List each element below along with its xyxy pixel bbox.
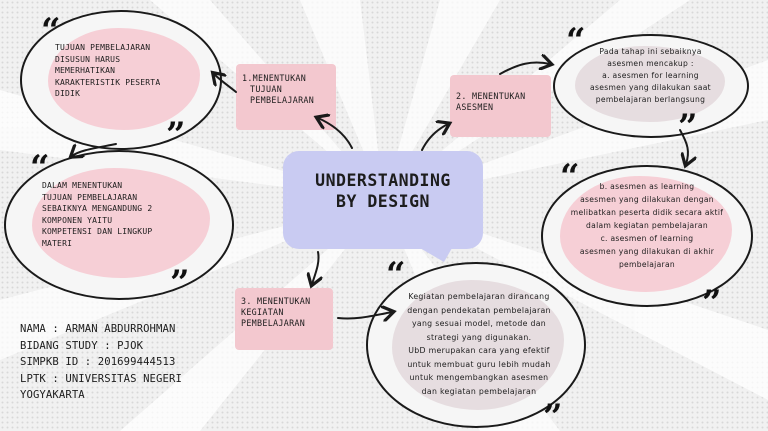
- note-line: c. asesmen of learning: [600, 234, 694, 243]
- note-line: b. asesmen as learning: [599, 182, 695, 191]
- note-line: pembelajaran berlangsung: [595, 95, 706, 104]
- arrow-center-to-step3: [312, 251, 319, 284]
- author-subject: BIDANG STUDY : PJOK: [20, 339, 144, 352]
- open-quote-icon: “: [30, 148, 50, 188]
- step-label: KEGIATAN: [241, 307, 284, 317]
- note-line: TUJUAN PEMBELAJARAN: [55, 43, 151, 52]
- note-line: strategi yang digunakan.: [426, 332, 532, 342]
- note-line: DALAM MENENTUKAN: [42, 181, 123, 190]
- note-line: KARAKTERISTIK PESERTA: [55, 77, 161, 87]
- arrow-oval1-to-oval2: [72, 143, 117, 156]
- note-line: KOMPONEN YAITU: [42, 215, 113, 225]
- note-kegiatan: Kegiatan pembelajaran dirancang dengan p…: [381, 290, 577, 398]
- note-line: MATERI: [42, 238, 73, 248]
- note-line: dan kegiatan pembelajaran: [421, 386, 537, 396]
- note-line: untuk membuat guru lebih mudah: [407, 359, 551, 369]
- open-quote-icon: “: [560, 157, 580, 197]
- note-line: pembelajaran: [618, 260, 676, 269]
- note-line: KOMPETENSI DAN LINGKUP: [42, 227, 153, 236]
- step-label: TUJUAN: [250, 84, 283, 94]
- author-name: NAMA : ARMAN ABDURROHMAN: [20, 323, 176, 335]
- arrow-center-to-step1: [318, 118, 353, 149]
- step-label: ASESMEN: [456, 102, 494, 112]
- central-topic-bubble: [283, 151, 483, 249]
- arrow-step1-to-oval1: [214, 74, 237, 93]
- step-label: PEMBELAJARAN: [250, 95, 315, 105]
- note-line: Pada tahap ini sebaiknya: [599, 47, 702, 56]
- note-asesmen-1: Pada tahap ini sebaiknya asesmen mencaku…: [568, 46, 733, 106]
- note-line: yang sesuai model, metode dan: [411, 319, 547, 328]
- central-title-line: BY DESIGN: [336, 192, 430, 211]
- author-simpkb-id: SIMPKB ID : 201699444513: [20, 356, 176, 368]
- note-blob: [575, 46, 725, 122]
- arrow-center-to-step2: [421, 124, 448, 151]
- arrow-step3-to-oval5: [337, 312, 392, 319]
- note-line: asesmen yang dilakukan di akhir: [579, 247, 715, 256]
- close-quote-icon: ”: [543, 397, 563, 431]
- note-line: UbD merupakan cara yang efektif: [408, 346, 550, 355]
- open-quote-icon: “: [386, 255, 406, 295]
- note-line: dengan pendekatan pembelajaran: [407, 305, 551, 315]
- note-line: asesmen yang dilakukan dengan: [580, 195, 714, 204]
- arrow-oval3-to-oval4: [679, 129, 688, 164]
- central-topic-title: UNDERSTANDING BY DESIGN: [283, 170, 483, 212]
- note-line: Kegiatan pembelajaran dirancang: [408, 292, 550, 301]
- step-box-asesmen: 2. MENENTUKAN ASESMEN: [450, 75, 551, 137]
- author-lptk-city: YOGYAKARTA: [20, 389, 85, 401]
- author-lptk: LPTK : UNIVERSITAS NEGERI: [20, 372, 182, 385]
- note-line: SEBAIKNYA MENGANDUNG 2: [42, 204, 153, 213]
- note-blob: [560, 176, 732, 292]
- note-line: untuk mengembangkan asesmen: [409, 373, 549, 382]
- arrow-step2-to-oval3: [499, 62, 550, 75]
- step-label: PEMBELAJARAN: [241, 318, 306, 328]
- open-quote-icon: “: [41, 11, 61, 51]
- step-label: 2. MENENTUKAN: [456, 91, 526, 101]
- step-box-kegiatan: 3. MENENTUKAN KEGIATAN PEMBELAJARAN: [235, 288, 333, 350]
- close-quote-icon: ”: [702, 283, 722, 323]
- note-line: melibatkan peserta didik secara aktif: [570, 208, 724, 217]
- close-quote-icon: ”: [170, 263, 190, 303]
- close-quote-icon: ”: [166, 115, 186, 155]
- note-line: dalam kegiatan pembelajaran: [586, 221, 708, 230]
- note-tujuan-2: DALAM MENENTUKAN TUJUAN PEMBELAJARAN SEB…: [42, 180, 152, 249]
- step-label: 3. MENENTUKAN: [241, 296, 311, 306]
- open-quote-icon: “: [566, 21, 586, 61]
- note-blob: [392, 280, 564, 410]
- note-line: TUJUAN PEMBELAJARAN: [42, 192, 138, 202]
- note-line: DIDIK: [55, 89, 81, 98]
- note-line: a. asesmen for learning: [602, 71, 699, 80]
- central-title-line: UNDERSTANDING: [315, 171, 451, 190]
- note-line: DISUSUN HARUS: [55, 54, 121, 64]
- author-info: NAMA : ARMAN ABDURROHMAN BIDANG STUDY : …: [20, 321, 182, 404]
- step-label: 1.MENENTUKAN: [242, 73, 307, 83]
- note-blob: [32, 168, 210, 278]
- note-line: asesmen mencakup :: [607, 59, 694, 68]
- note-asesmen-2: b. asesmen as learning asesmen yang dila…: [552, 180, 742, 271]
- note-line: MEMERHATIKAN: [55, 66, 116, 75]
- note-line: asesmen yang dilakukan saat: [590, 83, 711, 92]
- note-blob: [48, 28, 200, 130]
- note-tujuan-1: TUJUAN PEMBELAJARAN DISUSUN HARUS MEMERH…: [55, 42, 160, 100]
